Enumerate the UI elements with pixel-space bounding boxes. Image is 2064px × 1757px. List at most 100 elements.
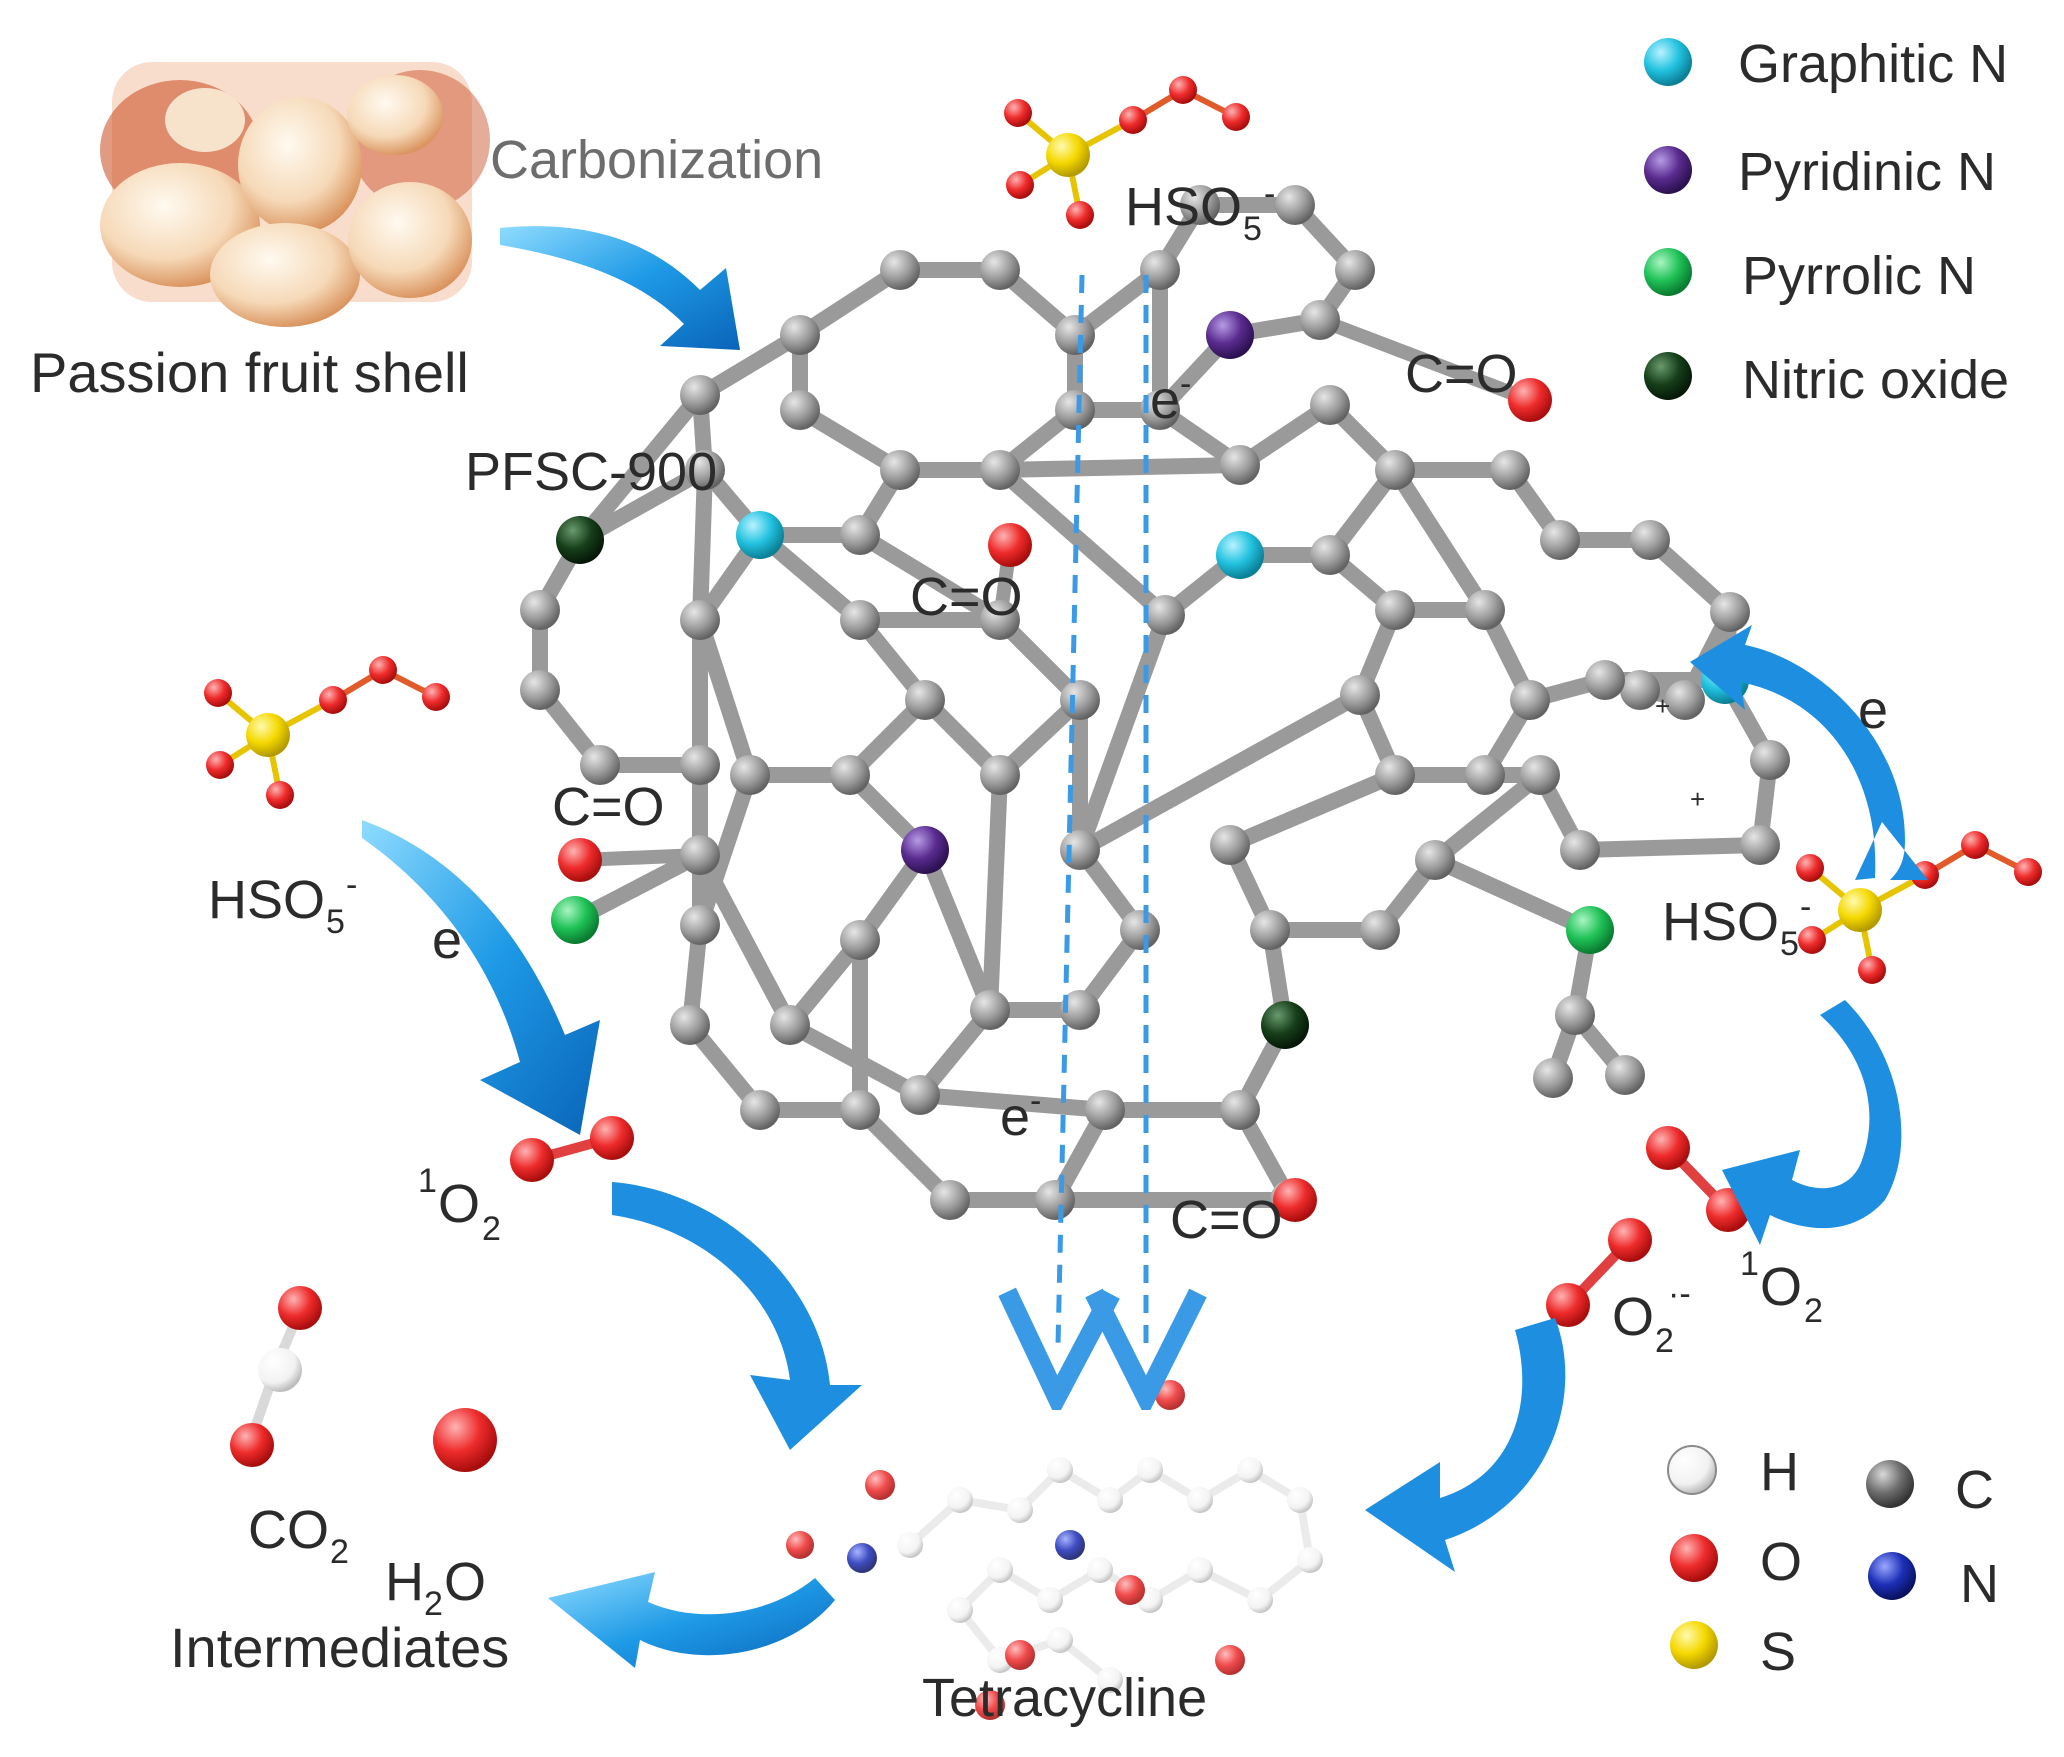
svg-text:-: - [1030, 1082, 1041, 1120]
carbonyl-label-4: C=O [1170, 1190, 1283, 1250]
carbon-atom [685, 450, 725, 490]
svg-text:Graphitic N: Graphitic N [1738, 34, 2008, 94]
bond [917, 842, 998, 1018]
oxygen-atom [1004, 99, 1032, 127]
svg-text:CO: CO [248, 1500, 329, 1560]
svg-text:O: O [1612, 1287, 1654, 1347]
carbon-atom [1055, 390, 1095, 430]
carbon-atom [1120, 910, 1160, 950]
reactant-molecules [204, 76, 2042, 1720]
bond [992, 457, 1248, 478]
svg-text:-: - [1264, 175, 1275, 213]
svg-text:Nitric oxide: Nitric oxide [1742, 350, 2009, 410]
pfsc-carbon-network: ++ [520, 185, 1790, 1222]
reaction-arrows [362, 226, 1928, 1668]
svg-text:C: C [1955, 1460, 1994, 1520]
intermediates-label: Intermediates [170, 1616, 509, 1679]
svg-text:2: 2 [1804, 1292, 1823, 1330]
carbon-atom [1275, 185, 1315, 225]
svg-text:2: 2 [424, 1585, 443, 1623]
carbon-atom [900, 1075, 940, 1115]
carbon-atom [1335, 250, 1375, 290]
legend-item-pyridinic-n: Pyridinic N [1644, 142, 1996, 202]
positive-charge-mark: + [1655, 691, 1670, 721]
svg-text:e: e [1000, 1087, 1030, 1147]
carbon-atom [780, 390, 820, 430]
arrow-right-e-transfer [1690, 625, 1928, 880]
carbon-atom [1375, 755, 1415, 795]
legend-atom-o: O [1670, 1532, 1802, 1592]
hydrogen-atom [1297, 1547, 1323, 1573]
carbon-atom [830, 755, 870, 795]
bond [782, 1017, 928, 1103]
hydrogen-atom [1037, 1587, 1063, 1613]
carbon-atom [1060, 990, 1100, 1030]
oxygen-atom [1961, 831, 1989, 859]
atom-legend: H C O N S [1667, 1442, 1999, 1682]
carbon-atom [1220, 1090, 1260, 1130]
pyridinic-n-atom [1206, 311, 1254, 359]
carbon-atom [680, 745, 720, 785]
hydrogen-atom [1187, 1487, 1213, 1513]
oxygen-atom [1646, 1126, 1690, 1170]
carbon-atom [1510, 680, 1550, 720]
carbon-atom [1210, 825, 1250, 865]
oxygen-atom [230, 1423, 274, 1467]
hso5-left-label: HSO 5 - [208, 866, 357, 941]
carbon-atom [1300, 300, 1340, 340]
carbonyl-oxygen-atom [558, 838, 602, 882]
carbon-atom [1375, 590, 1415, 630]
bond [572, 387, 708, 548]
superoxide-molecule [1546, 1218, 1652, 1327]
oxygen-atom [369, 656, 397, 684]
passion-fruit-shell-label: Passion fruit shell [30, 341, 469, 404]
svg-text:S: S [1760, 1622, 1796, 1682]
hydrogen-atom [1007, 1497, 1033, 1523]
svg-text:O: O [1760, 1257, 1802, 1317]
oxygen-atom [1608, 1218, 1652, 1262]
svg-text:2: 2 [1655, 1322, 1674, 1360]
bond [852, 527, 1008, 628]
arrow-right-to-singlet-oxygen [1722, 1000, 1902, 1245]
hydrogen-atom [1087, 1557, 1113, 1583]
oxygen-atom [266, 781, 294, 809]
carbon-atom [1630, 520, 1670, 560]
carbon-atom [1145, 595, 1185, 635]
carbon-atom [980, 250, 1020, 290]
legend-atom-n: N [1868, 1552, 1999, 1614]
carbon-atom [1310, 385, 1350, 425]
carbon-atom [880, 250, 920, 290]
carbon-atom [520, 590, 560, 630]
hydrogen-atom [1047, 1457, 1073, 1483]
carbon-atom [1140, 250, 1180, 290]
hydrogen-atom [1097, 1487, 1123, 1513]
carbon-atom [880, 450, 920, 490]
hydrogen-atom [1187, 1557, 1213, 1583]
carbon-atom [1415, 840, 1455, 880]
carbon-atom [1375, 450, 1415, 490]
carbon-atom [1555, 995, 1595, 1035]
carbonyl-label-1: C=O [1405, 344, 1518, 404]
legend-atom-h: H [1667, 1442, 1799, 1502]
arrow-singlet-oxygen-to-tetracycline [612, 1182, 862, 1450]
oxygen-atom [1119, 106, 1147, 134]
carbon-atom [1620, 670, 1660, 710]
oxygen-atom [1798, 926, 1826, 954]
carbon-atom [730, 755, 770, 795]
oxygen-atom [1215, 1645, 1245, 1675]
carbon-atom [740, 1090, 780, 1130]
hydrogen-atom [1287, 1487, 1313, 1513]
carbon-atom [1605, 1055, 1645, 1095]
carbon-atom [1220, 445, 1260, 485]
nitrogen-atom [1055, 1530, 1085, 1560]
hso5-molecule-left [204, 656, 450, 809]
hso5-right-label: HSO 5 - [1662, 888, 1811, 963]
carbon-atom [1060, 680, 1100, 720]
carbon-atom [1360, 910, 1400, 950]
carbon-atom [520, 670, 560, 710]
tetracycline-molecule [786, 1380, 1323, 1720]
svg-text:O: O [444, 1552, 486, 1612]
carbon-atom [680, 600, 720, 640]
carbon-atom [1710, 592, 1750, 632]
oxygen-atom [1006, 171, 1034, 199]
